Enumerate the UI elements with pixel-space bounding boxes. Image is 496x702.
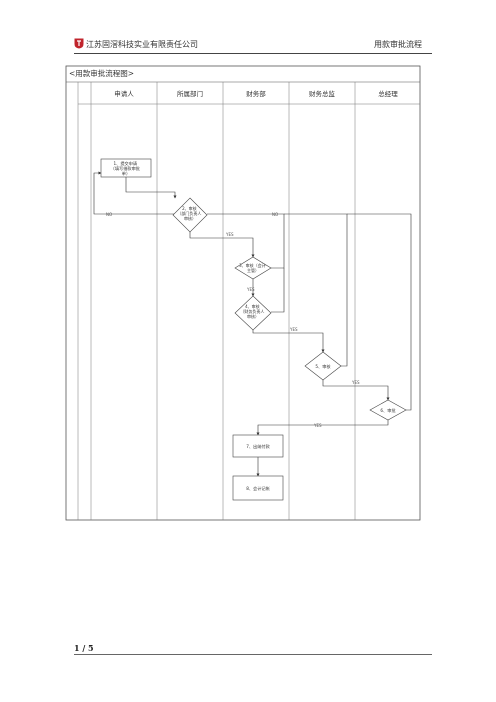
step-3-line: 主管） (247, 267, 259, 273)
step-7-line: 7、出纳付款 (246, 443, 270, 450)
svg-text:6、审批: 6、审批 (380, 407, 396, 414)
step-1-line: （填写借款审批 (111, 165, 141, 172)
lane-applicant: 申请人 (114, 89, 134, 98)
step-6-diamond: 6、审批 (369, 399, 407, 421)
header-rule (74, 53, 432, 54)
step-1-box: 1、提交申请 （填写借款审批 单） (100, 158, 152, 178)
edge-label-yes: YES (246, 287, 255, 292)
lane-gm: 总经理 (378, 89, 398, 98)
step-5-line: 5、审核 (315, 363, 331, 370)
step-5-diamond: 5、审核 (304, 351, 342, 381)
connectors (93, 171, 412, 477)
step-4-line: 审核） (247, 313, 259, 319)
step-3-diamond: 3、审核（会计 主管） (234, 256, 272, 280)
flowchart-frame: <用款审批流程图> (65, 65, 421, 521)
svg-text:5、审核: 5、审核 (315, 363, 331, 370)
step-2-diamond: 2、审核 （部门负责人 审核） (172, 197, 208, 233)
edge-label-yes: YES (289, 327, 298, 332)
page-header: 江苏固滘科技实业有限责任公司 用款审批流程 (74, 38, 422, 52)
svg-text:4、审核 （财务负责人 审核）: 4、审核 （财务负责人 审核） (240, 303, 265, 319)
step-6-line: 6、审批 (380, 407, 396, 414)
svg-text:3、审核（会计 主管）: 3、审核（会计 主管） (239, 262, 267, 273)
edge-label-yes: YES (225, 232, 234, 237)
lane-headers: 申请人 所属部门 财务部 财务总监 总经理 (114, 89, 398, 98)
step-2-line: 审核） (184, 215, 196, 221)
step-3-line: 3、审核（会计 (239, 262, 266, 268)
edge-label-yes: YES (351, 380, 360, 385)
flowchart-title: <用款审批流程图> (69, 68, 134, 78)
svg-text:7、出纳付款: 7、出纳付款 (246, 443, 270, 450)
company-name: 江苏固滘科技实业有限责任公司 (86, 40, 198, 49)
page-number: 1 / 5 (74, 643, 94, 653)
svg-text:2、审核 （部门负责人 审核）: 2、审核 （部门负责人 审核） (177, 205, 202, 221)
step-8-line: 8、会计记帐 (246, 485, 270, 492)
swimlanes (77, 82, 420, 520)
edge-label-no: NO (272, 212, 278, 217)
lane-finance: 财务部 (246, 89, 266, 98)
step-7-box: 7、出纳付款 (232, 434, 284, 458)
document-title: 用款审批流程 (374, 40, 422, 49)
step-1-line: 单） (122, 170, 130, 177)
step-2-line: 2、审核 (182, 205, 197, 211)
edge-labels: NO NO YES YES YES YES YES (106, 212, 360, 428)
step-4-diamond: 4、审核 （财务负责人 审核） (234, 295, 272, 331)
lane-department: 所属部门 (177, 89, 203, 98)
step-2-line: （部门负责人 (177, 210, 201, 216)
edge-label-yes: YES (313, 423, 322, 428)
lane-cfo: 财务总监 (309, 89, 336, 98)
step-1-line: 1、提交申请 (114, 160, 138, 167)
step-4-line: 4、审核 (245, 303, 260, 309)
edge-label-no: NO (106, 212, 112, 217)
svg-text:1、提交申请 （填写借款审批 单）: 1、提交申请 （填写借款审批 单） (111, 160, 142, 177)
svg-text:8、会计记帐: 8、会计记帐 (246, 485, 270, 492)
step-4-line: （财务负责人 (240, 308, 264, 314)
step-8-box: 8、会计记帐 (232, 475, 284, 501)
footer-rule (74, 654, 432, 655)
company-logo-icon (74, 38, 84, 49)
